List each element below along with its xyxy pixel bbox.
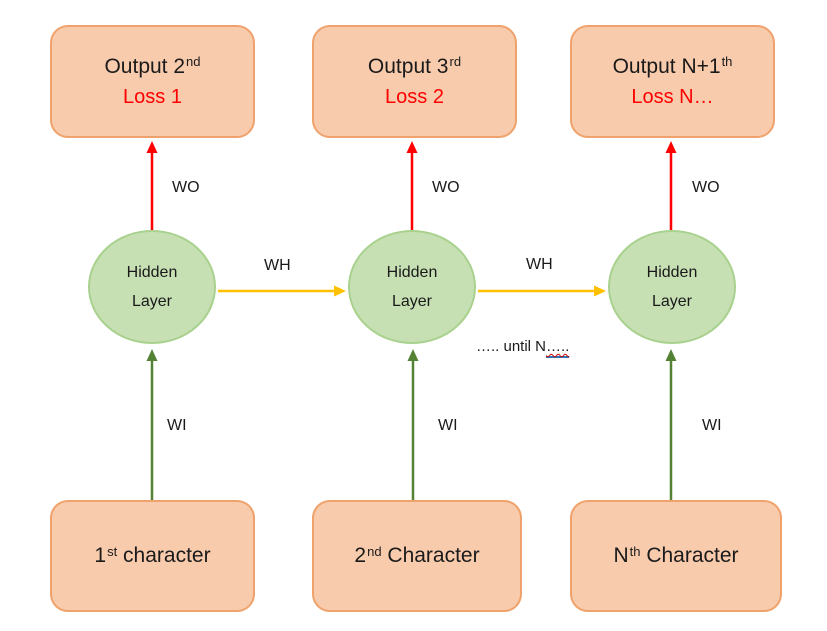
output-title-3: Output N+1th: [612, 54, 733, 78]
wi-edge-label-2: WI: [438, 417, 458, 434]
hidden-layer-node-3: Hidden Layer: [608, 230, 736, 344]
hidden-layer-node-2: Hidden Layer: [348, 230, 476, 344]
hidden-layer-label-line1: Hidden: [386, 264, 438, 281]
hidden-layer-label-line1: Hidden: [126, 264, 178, 281]
input-label-1: 1st character: [94, 543, 211, 568]
wo-edge-label-1: WO: [172, 179, 200, 196]
input-label-2: 2nd Character: [354, 543, 480, 568]
wo-edge-label-3: WO: [692, 179, 720, 196]
hidden-layer-label-line1: Hidden: [646, 264, 698, 281]
until-n-annotation: ….. until N…..: [476, 338, 570, 358]
input-box-2: 2nd Character: [312, 500, 522, 612]
wh-edge-label-2: WH: [526, 256, 553, 273]
ordinal-superscript: nd: [186, 54, 201, 69]
output-title-2: Output 3rd: [367, 54, 462, 78]
hidden-layer-label-line2: Layer: [131, 293, 173, 310]
loss-label-1: Loss 1: [123, 85, 182, 108]
output-box-1: Output 2nd Loss 1: [50, 25, 255, 138]
until-n-dots-underlined: …..: [546, 338, 570, 358]
until-n-text: ….. until N: [476, 338, 547, 355]
wi-edge-label-3: WI: [702, 417, 722, 434]
output-title-1: Output 2nd: [104, 54, 201, 78]
input-box-3: Nth Character: [570, 500, 782, 612]
hidden-layer-label-line2: Layer: [651, 293, 693, 310]
wi-edge-label-1: WI: [167, 417, 187, 434]
ordinal-superscript: th: [721, 54, 733, 69]
ordinal-superscript: nd: [367, 543, 382, 559]
input-label-3: Nth Character: [613, 543, 739, 568]
wh-edge-label-1: WH: [264, 257, 291, 274]
loss-label-2: Loss 2: [385, 85, 444, 108]
ordinal-superscript: rd: [449, 54, 462, 69]
hidden-layer-node-1: Hidden Layer: [88, 230, 216, 344]
loss-label-3: Loss N…: [631, 85, 714, 108]
ordinal-superscript: st: [107, 543, 118, 559]
ordinal-superscript: th: [629, 543, 641, 559]
hidden-layer-label-line2: Layer: [391, 293, 433, 310]
wo-edge-label-2: WO: [432, 179, 460, 196]
input-box-1: 1st character: [50, 500, 255, 612]
output-box-2: Output 3rd Loss 2: [312, 25, 517, 138]
output-box-3: Output N+1th Loss N…: [570, 25, 775, 138]
